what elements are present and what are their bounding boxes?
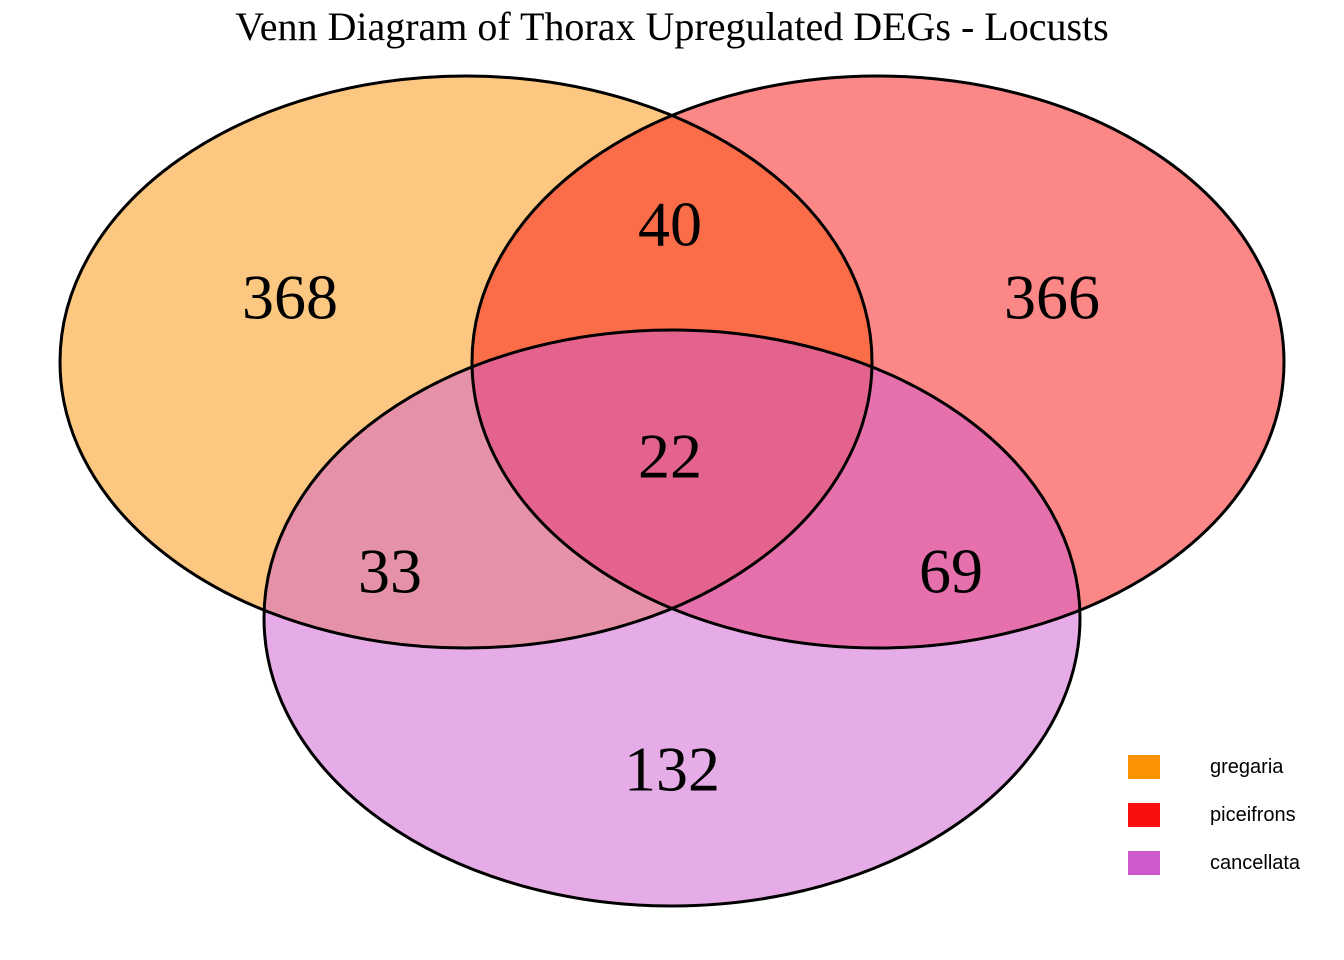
legend-swatch-cancellata (1128, 851, 1160, 875)
count-piceifrons-only: 366 (1004, 262, 1100, 333)
legend: gregaria piceifrons cancellata (1128, 755, 1301, 875)
legend-label-gregaria: gregaria (1210, 756, 1284, 778)
count-gregaria-cancellata: 33 (358, 536, 422, 607)
legend-label-piceifrons: piceifrons (1210, 804, 1296, 826)
count-gregaria-only: 368 (242, 262, 338, 333)
legend-item-gregaria: gregaria (1128, 755, 1284, 779)
venn-outline-gregaria (58, 74, 874, 650)
legend-swatch-piceifrons (1128, 803, 1160, 827)
count-gregaria-piceifrons: 40 (638, 189, 702, 260)
legend-item-piceifrons: piceifrons (1128, 803, 1296, 827)
venn-region-counts: 368 366 132 40 33 69 22 (242, 189, 1100, 805)
venn-set-cancellata (264, 330, 1080, 906)
count-cancellata-only: 132 (624, 734, 720, 805)
legend-item-cancellata: cancellata (1128, 851, 1301, 875)
venn-outline-piceifrons (470, 74, 1286, 650)
legend-label-cancellata: cancellata (1210, 852, 1301, 874)
chart-title: Venn Diagram of Thorax Upregulated DEGs … (235, 4, 1109, 49)
count-triple-overlap: 22 (638, 421, 702, 492)
count-piceifrons-cancellata: 69 (919, 536, 983, 607)
legend-swatch-gregaria (1128, 755, 1160, 779)
venn-outlines (58, 74, 1286, 908)
venn-fills (60, 76, 1284, 906)
venn-outline-cancellata (262, 328, 1082, 908)
